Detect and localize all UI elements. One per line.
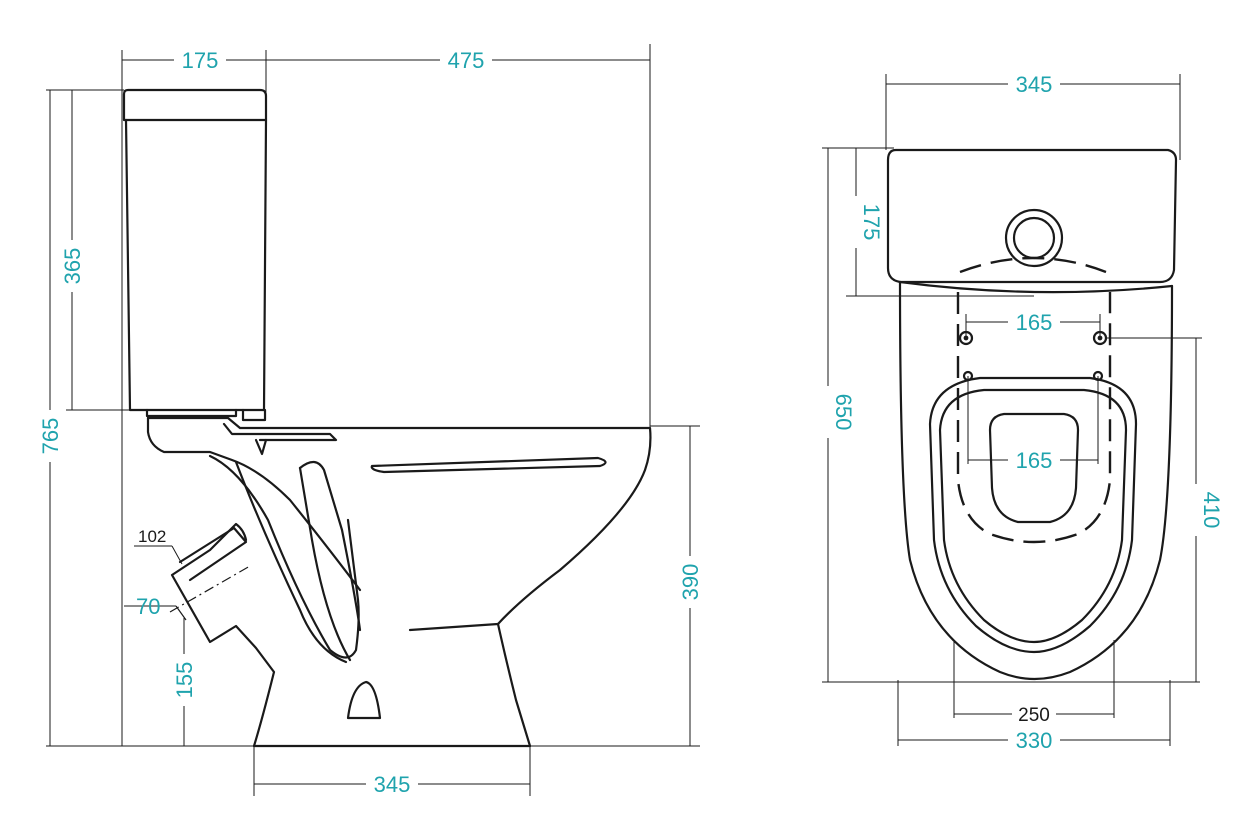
bolt-holes xyxy=(958,330,1108,382)
dim-seat-width: 250 xyxy=(1018,705,1050,726)
dim-tank-height: 365 xyxy=(60,248,85,285)
side-view: 175 475 765 365 390 102 70 155 345 xyxy=(38,44,703,797)
top-dimensions xyxy=(816,72,1208,752)
flush-button-icon xyxy=(1004,208,1064,268)
dim-total-height: 765 xyxy=(38,418,63,455)
dim-bowl-width: 330 xyxy=(1016,728,1053,753)
top-seat xyxy=(928,376,1138,654)
top-bowl-outer xyxy=(898,280,1174,681)
side-bowl xyxy=(146,416,652,748)
dim-rim-height: 390 xyxy=(678,564,703,601)
side-dimensions xyxy=(38,44,702,796)
dim-bolt-spacing-rear: 165 xyxy=(1016,310,1053,335)
dim-bolt-spacing-front: 165 xyxy=(1016,448,1053,473)
dim-tank-width: 345 xyxy=(1016,72,1053,97)
top-view: 345 175 650 165 165 410 250 330 xyxy=(816,72,1224,753)
dim-tank-length: 175 xyxy=(859,204,884,241)
dim-outlet-height: 155 xyxy=(172,662,197,699)
dim-outlet-diameter: 102 xyxy=(138,527,166,546)
dim-tank-depth: 175 xyxy=(182,48,219,73)
dim-bowl-length: 475 xyxy=(448,48,485,73)
dim-bowl-depth: 410 xyxy=(1199,492,1224,529)
dim-base-length: 345 xyxy=(374,772,411,797)
dim-outlet-offset: 70 xyxy=(136,594,160,619)
side-tank xyxy=(122,88,268,422)
top-bowl-opening xyxy=(988,412,1080,524)
top-tank xyxy=(886,148,1178,284)
dim-total-depth: 650 xyxy=(831,394,856,431)
